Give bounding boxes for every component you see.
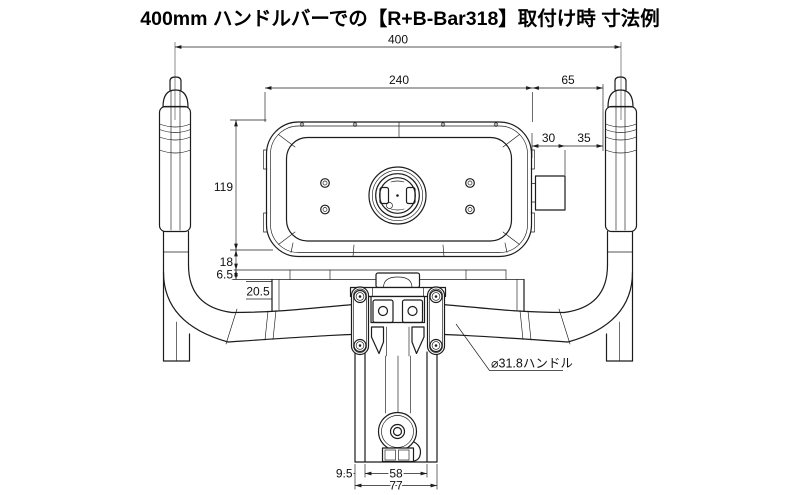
dim-label-65: 65 bbox=[561, 73, 575, 87]
mount-rails bbox=[229, 269, 525, 312]
dim-label-58: 58 bbox=[389, 467, 403, 481]
plate-top-ticks bbox=[301, 121, 497, 138]
plate-side-tabs-right bbox=[530, 149, 535, 233]
dim-label-6-5: 6.5 bbox=[216, 268, 233, 282]
dimension-lines bbox=[175, 45, 621, 490]
stem-neck-lines bbox=[386, 326, 410, 357]
mount-plate bbox=[263, 121, 535, 258]
clamp-center-block bbox=[370, 295, 426, 324]
casing-bolt-right bbox=[407, 305, 418, 317]
bolt-casing-right bbox=[401, 299, 424, 324]
dim-30-35-extensions bbox=[531, 133, 566, 175]
dim-label-18: 18 bbox=[220, 255, 234, 269]
dim-label-30: 30 bbox=[542, 131, 556, 145]
attachment-connectors bbox=[531, 183, 536, 203]
dim-20-5-ticks bbox=[246, 281, 272, 300]
socket-tab-right bbox=[405, 186, 416, 205]
socket-center-dot bbox=[396, 194, 399, 197]
stem-inner-lines bbox=[385, 355, 411, 415]
attachment-body bbox=[534, 175, 566, 211]
plate-corner-chamfers bbox=[278, 134, 520, 245]
dimension-labels: 400 240 65 30 35 119 18 6.5 20.5 9.5 58 … bbox=[212, 31, 593, 495]
clamp-point-right bbox=[411, 326, 425, 355]
stem-side-plates bbox=[354, 351, 438, 463]
dim-label-77: 77 bbox=[389, 479, 403, 493]
plate-top-hole bbox=[352, 122, 358, 127]
casing-bolt-left bbox=[377, 305, 389, 317]
dim-label-400: 400 bbox=[388, 33, 408, 47]
socket-arcs bbox=[390, 180, 405, 211]
pivot-lower-tab bbox=[381, 447, 415, 463]
dim-label-119: 119 bbox=[214, 180, 233, 194]
dim-label-20-5: 20.5 bbox=[246, 285, 270, 299]
plate-top-hole bbox=[493, 122, 499, 127]
plate-top-hole bbox=[440, 122, 446, 127]
dim-240-extensions bbox=[264, 92, 533, 122]
dim-bottom-extensions bbox=[354, 464, 438, 490]
clamp-strap-left bbox=[350, 286, 370, 356]
socket-detail-circle bbox=[386, 202, 393, 209]
dim-label-9-5: 9.5 bbox=[336, 467, 353, 481]
clamp-point-left bbox=[370, 326, 385, 355]
dim-label-35: 35 bbox=[577, 131, 591, 145]
diameter-leader-line bbox=[455, 323, 563, 371]
clamp-cap bbox=[375, 272, 421, 289]
side-attachment bbox=[531, 175, 566, 211]
pivot-bolt bbox=[377, 411, 418, 452]
plate-top-hole bbox=[299, 122, 305, 127]
computer-mount-socket bbox=[368, 166, 427, 225]
screw-holes bbox=[320, 178, 475, 215]
pivot-tab-detail-b bbox=[398, 449, 410, 461]
clamp-assembly bbox=[349, 272, 447, 357]
plate-bottom-ticks bbox=[290, 242, 508, 257]
dim-119-extensions bbox=[230, 119, 273, 251]
drawing-title: 400mm ハンドルバーでの【R+B-Bar318】取付け時 寸法例 bbox=[140, 7, 659, 30]
strap-inner-right bbox=[429, 288, 443, 353]
strap-inner-left bbox=[353, 288, 367, 353]
clamp-strap-right bbox=[426, 286, 446, 356]
pivot-tab-detail-a bbox=[384, 449, 396, 461]
socket-tab-left bbox=[379, 186, 390, 205]
bolt-casing-left bbox=[372, 299, 394, 324]
clamp-cap-arch bbox=[383, 276, 413, 288]
clamp-bolts bbox=[353, 289, 443, 353]
diameter-callout-label: ⌀31.8ハンドル bbox=[491, 357, 573, 371]
plate-side-tabs-left bbox=[263, 149, 268, 233]
crossbar-ticks bbox=[372, 287, 424, 297]
plate-outer bbox=[265, 121, 533, 258]
dim-label-240: 240 bbox=[389, 73, 409, 87]
